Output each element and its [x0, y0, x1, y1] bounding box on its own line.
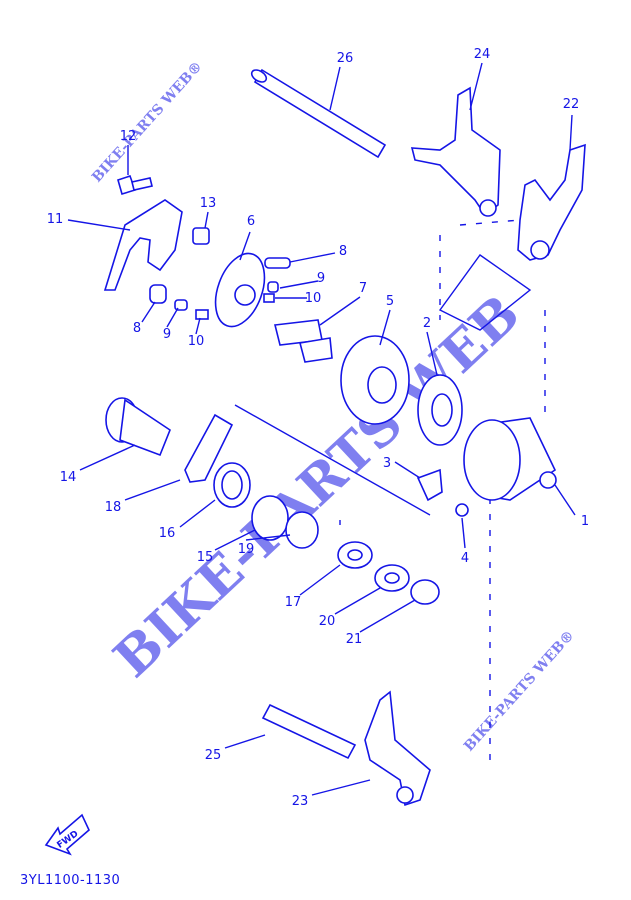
- label-21: 21: [346, 632, 363, 647]
- part-labels: 26 24 22 12 13 6 11 8 9 10 7 5 2 8 9 10 …: [47, 47, 589, 809]
- part-8-pin-upper: [264, 257, 291, 269]
- label-15: 15: [197, 550, 214, 565]
- label-16: 16: [159, 526, 176, 541]
- part-2-bearing: [417, 374, 463, 446]
- label-23: 23: [292, 794, 309, 809]
- part-19-bushing: [285, 511, 319, 549]
- label-25: 25: [205, 748, 222, 763]
- part-23-shift-fork: [364, 690, 431, 807]
- part-13-nut: [192, 227, 210, 245]
- part-6-segment: [214, 252, 266, 328]
- label-6: 6: [247, 214, 255, 229]
- part-1-shift-cam: [463, 417, 557, 501]
- label-12: 12: [120, 129, 137, 144]
- label-24: 24: [474, 47, 491, 62]
- part-15-circlip: [251, 495, 289, 541]
- label-22: 22: [563, 97, 580, 112]
- watermark-top: BIKE-PARTS WEB®: [89, 59, 206, 186]
- label-9-lower: 9: [163, 327, 171, 342]
- part-26-shaft: [250, 68, 387, 159]
- watermark-bottom: BIKE-PARTS WEB®: [461, 628, 578, 755]
- label-17: 17: [285, 595, 302, 610]
- label-2: 2: [423, 316, 431, 331]
- label-3: 3: [383, 456, 391, 471]
- label-9-upper: 9: [317, 271, 325, 286]
- fwd-arrow-icon: FWD: [44, 813, 90, 856]
- part-10-ball-upper: [263, 293, 275, 303]
- part-7-bolt: [274, 319, 333, 363]
- label-14: 14: [60, 470, 77, 485]
- part-14-collar: [105, 397, 171, 457]
- label-19: 19: [238, 542, 255, 557]
- label-26: 26: [337, 51, 354, 66]
- part-12-bolt: [117, 174, 153, 196]
- label-5: 5: [386, 294, 394, 309]
- label-10-lower: 10: [188, 334, 205, 349]
- part-11-plate: [103, 199, 183, 291]
- label-8-upper: 8: [339, 244, 347, 259]
- part-16-washer: [213, 462, 251, 508]
- part-3-plate: [416, 468, 443, 502]
- label-18: 18: [105, 500, 122, 515]
- part-5-stopper: [340, 335, 410, 425]
- label-10-upper: 10: [305, 291, 322, 306]
- leader-lines: [67, 62, 576, 796]
- part-24-shift-fork: [410, 86, 501, 217]
- part-21-circlip: [410, 579, 440, 605]
- part-17-washer: [337, 541, 373, 569]
- part-8-pin-lower: [149, 284, 167, 304]
- part-22-shift-fork: [517, 143, 586, 261]
- part-25-shaft: [261, 703, 357, 760]
- part-10-ball-lower: [195, 309, 209, 320]
- part-20-washer: [374, 564, 410, 592]
- label-4: 4: [461, 551, 469, 566]
- part-code: 3YL1100-1130: [20, 873, 121, 888]
- label-13: 13: [200, 196, 217, 211]
- guide-lines: [234, 219, 546, 760]
- part-18-lever: [184, 413, 234, 483]
- label-1: 1: [581, 514, 589, 529]
- part-9-spring-upper: [267, 281, 279, 293]
- label-11: 11: [47, 212, 64, 227]
- part-9-spring-lower: [174, 299, 188, 311]
- label-7: 7: [359, 281, 367, 296]
- part-4-screw: [455, 503, 469, 517]
- label-20: 20: [319, 614, 336, 629]
- label-8-lower: 8: [133, 321, 141, 336]
